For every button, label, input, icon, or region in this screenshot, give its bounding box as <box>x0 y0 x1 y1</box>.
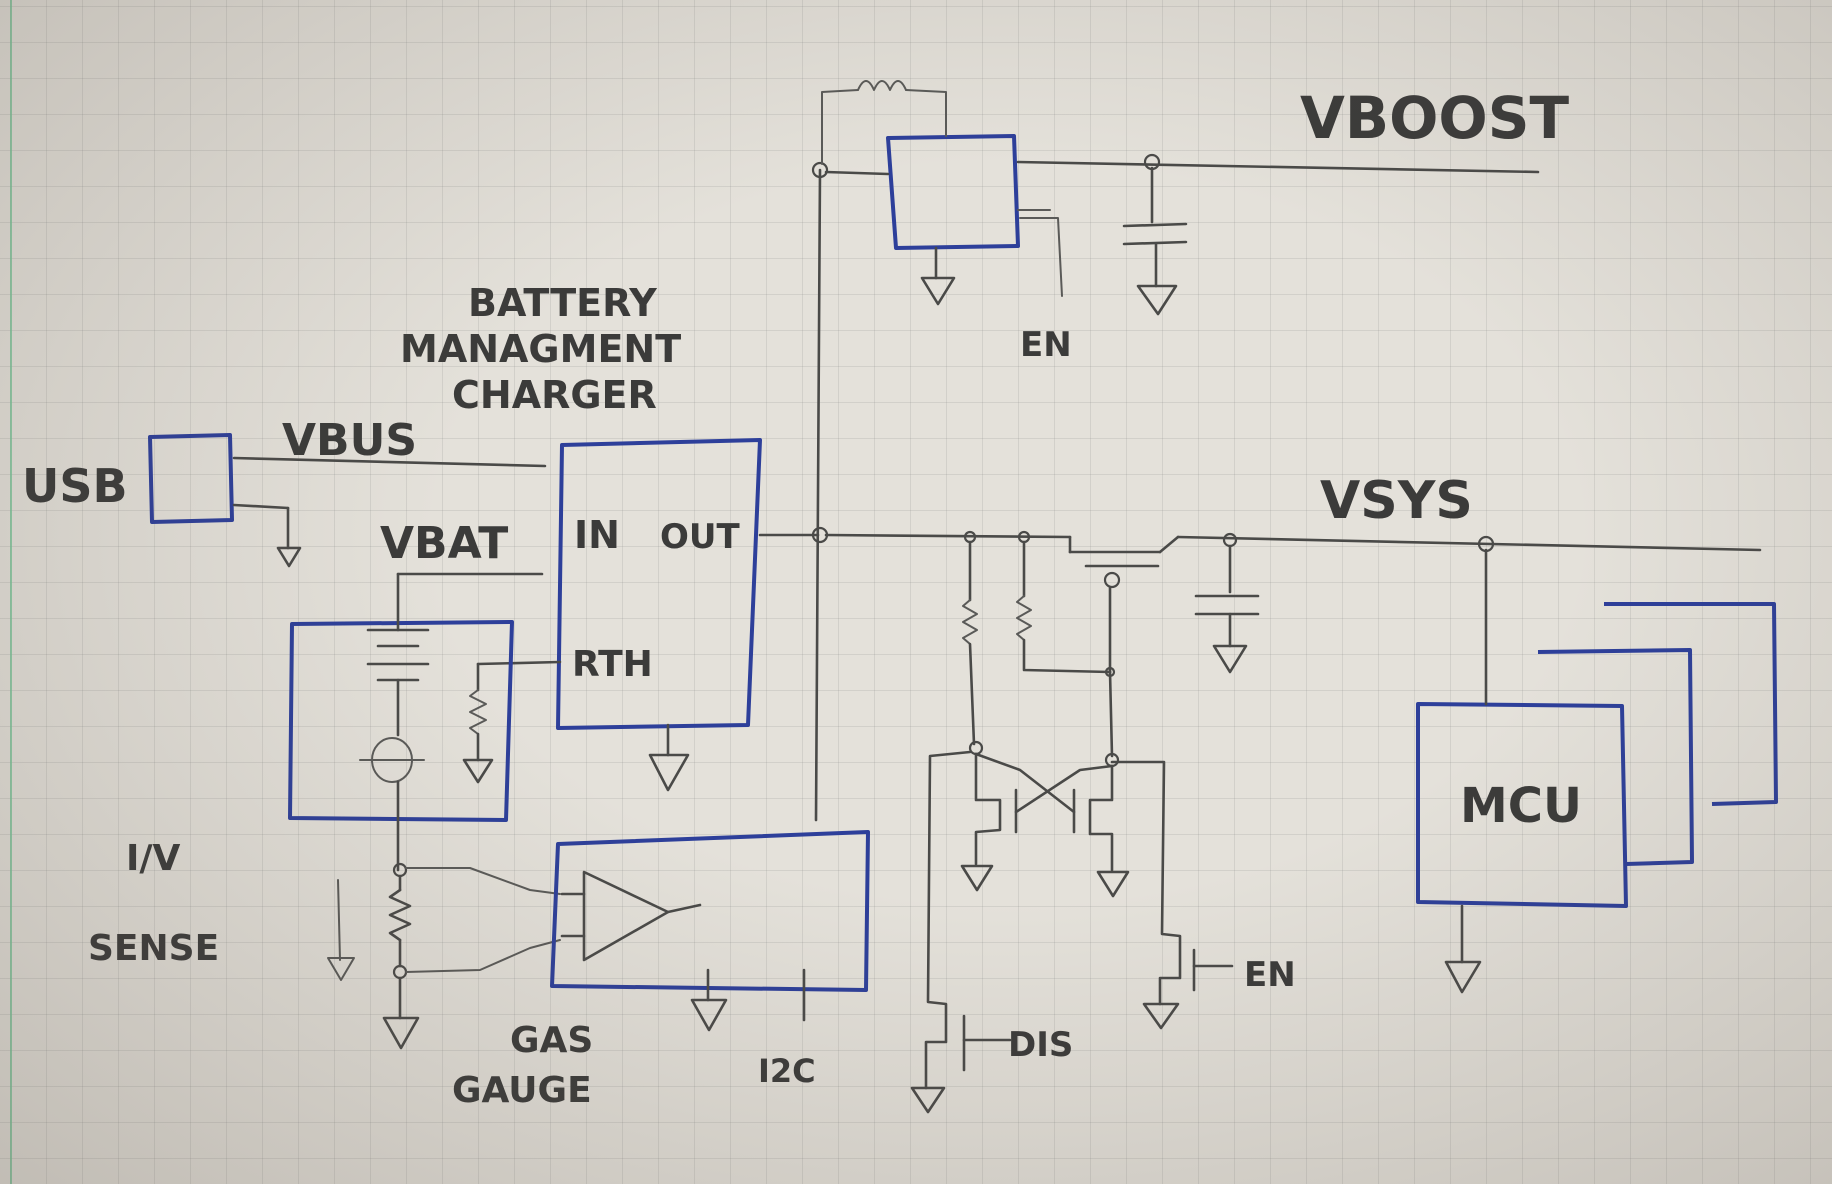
bms-label-line3: CHARGER <box>452 373 657 417</box>
boost-converter <box>821 80 1540 316</box>
iv-label-line2: SENSE <box>88 928 219 969</box>
mcu-stack <box>1416 535 1778 994</box>
usb-connector <box>148 433 547 568</box>
pin-rth-label: RTH <box>572 644 653 685</box>
boost-en-label: EN <box>1020 325 1072 365</box>
load-switch-network <box>910 530 1260 1114</box>
mcu-label: MCU <box>1460 778 1582 834</box>
iv-label-line1: I/V <box>126 838 181 879</box>
usb-label: USB <box>22 459 128 513</box>
vboost-label: VBOOST <box>1300 84 1569 152</box>
pin-out-label: OUT <box>660 517 741 557</box>
i2c-label: I2C <box>758 1052 816 1090</box>
vsys-label: VSYS <box>1320 471 1473 531</box>
battery-pack <box>288 572 514 872</box>
battery-charger-block <box>396 438 820 792</box>
vbat-label: VBAT <box>380 518 508 569</box>
load-en-label: EN <box>1244 955 1296 995</box>
gas-label-line1: GAS <box>510 1020 593 1061</box>
gas-label-line2: GAUGE <box>452 1070 592 1111</box>
margin-line <box>10 0 12 1184</box>
current-sense-resistor <box>327 862 561 1050</box>
bms-label-line2: MANAGMENT <box>400 327 681 371</box>
pin-in-label: IN <box>574 513 620 557</box>
dis-label: DIS <box>1008 1025 1073 1065</box>
gas-gauge-block <box>550 830 870 1032</box>
vbus-label: VBUS <box>282 415 417 466</box>
vsys-rail <box>811 161 1762 822</box>
bms-label-line1: BATTERY <box>468 281 657 325</box>
